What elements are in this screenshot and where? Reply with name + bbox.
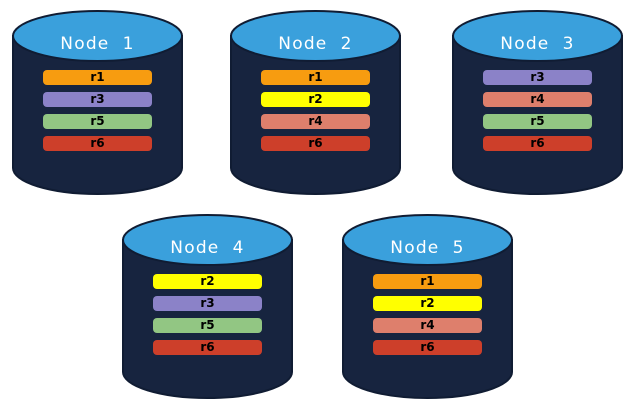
replica-band[interactable]: r6 <box>261 136 370 151</box>
replica-band[interactable]: r2 <box>261 92 370 107</box>
replica-band[interactable]: r2 <box>153 274 262 289</box>
replica-band[interactable]: r2 <box>373 296 482 311</box>
cylinder-top-ellipse <box>122 214 293 266</box>
replica-band[interactable]: r3 <box>153 296 262 311</box>
replica-band[interactable]: r4 <box>373 318 482 333</box>
replica-list: r3 r4 r5 r6 <box>483 70 592 151</box>
replica-band[interactable]: r6 <box>483 136 592 151</box>
replica-band[interactable]: r4 <box>483 92 592 107</box>
replica-band[interactable]: r6 <box>373 340 482 355</box>
replica-list: r2 r3 r5 r6 <box>153 274 262 355</box>
replica-band[interactable]: r5 <box>43 114 152 129</box>
replica-band[interactable]: r4 <box>261 114 370 129</box>
cylinder-top-ellipse <box>230 10 401 62</box>
replica-list: r1 r2 r4 r6 <box>373 274 482 355</box>
replica-band[interactable]: r1 <box>261 70 370 85</box>
replica-list: r1 r3 r5 r6 <box>43 70 152 151</box>
replica-band[interactable]: r5 <box>153 318 262 333</box>
replica-band[interactable]: r1 <box>43 70 152 85</box>
cylinder-top-ellipse <box>342 214 513 266</box>
replica-band[interactable]: r6 <box>43 136 152 151</box>
replica-band[interactable]: r5 <box>483 114 592 129</box>
replica-band[interactable]: r1 <box>373 274 482 289</box>
cylinder-top-ellipse <box>12 10 183 62</box>
cylinder-top-ellipse <box>452 10 623 62</box>
replica-band[interactable]: r3 <box>483 70 592 85</box>
replica-list: r1 r2 r4 r6 <box>261 70 370 151</box>
replica-band[interactable]: r6 <box>153 340 262 355</box>
replica-band[interactable]: r3 <box>43 92 152 107</box>
